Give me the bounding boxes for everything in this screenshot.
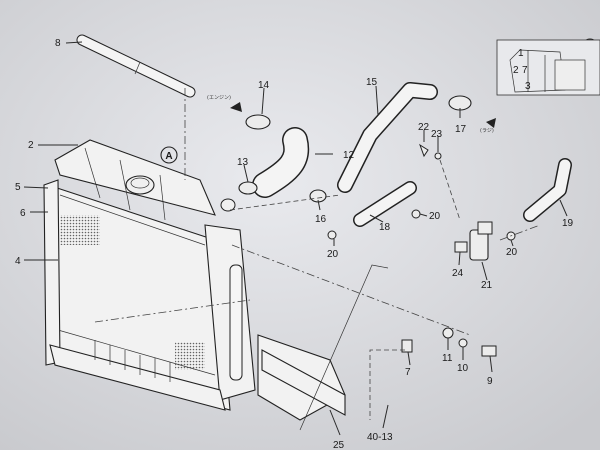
callout-22: 22 bbox=[418, 122, 430, 133]
inset-detail: 1 2 7 3 bbox=[496, 39, 600, 96]
ring-23 bbox=[434, 152, 442, 160]
tee-fitting bbox=[469, 221, 493, 261]
leader-lines bbox=[23, 41, 568, 436]
callout-20-middle: 20 bbox=[429, 211, 441, 222]
callout-20-left: 20 bbox=[327, 249, 339, 260]
heater-hose bbox=[523, 158, 572, 222]
callout-9: 9 bbox=[487, 376, 493, 387]
callout-13: 13 bbox=[237, 157, 249, 168]
callout-12: 12 bbox=[343, 150, 355, 161]
inset-callout-1: 1 bbox=[518, 48, 524, 59]
note-engine: (エンジン) bbox=[207, 95, 231, 101]
bypass-hose bbox=[353, 181, 417, 227]
clip-20b bbox=[411, 209, 421, 219]
callout-10: 10 bbox=[457, 363, 469, 374]
radiator bbox=[43, 139, 346, 421]
callout-6: 6 bbox=[20, 208, 26, 219]
inset-callout-7: 7 bbox=[522, 65, 528, 76]
clamp-13 bbox=[238, 181, 258, 195]
clip-22 bbox=[419, 143, 429, 158]
frame-rail bbox=[261, 264, 389, 431]
callout-23: 23 bbox=[431, 129, 443, 140]
bolt-9 bbox=[481, 345, 497, 357]
callout-21: 21 bbox=[481, 280, 493, 291]
hose-clamps bbox=[238, 95, 472, 203]
callout-5: 5 bbox=[15, 182, 21, 193]
callout-20-right: 20 bbox=[506, 247, 518, 258]
plug-24 bbox=[454, 241, 468, 253]
washer-10 bbox=[458, 338, 468, 348]
inset-callout-3: 3 bbox=[525, 81, 531, 92]
callout-7: 7 bbox=[405, 367, 411, 378]
callout-16: 16 bbox=[315, 214, 327, 225]
callout-19: 19 bbox=[562, 218, 574, 229]
callout-15: 15 bbox=[366, 77, 378, 88]
callout-25: 25 bbox=[333, 440, 345, 450]
upper-hose bbox=[252, 127, 310, 198]
callout-14: 14 bbox=[258, 80, 270, 91]
overflow-hose bbox=[76, 34, 196, 98]
callout-11: 11 bbox=[442, 353, 453, 364]
radiator-mesh-upper bbox=[60, 215, 100, 245]
direction-arrows bbox=[230, 102, 496, 128]
callout-24: 24 bbox=[452, 268, 464, 279]
clip-20a bbox=[327, 230, 337, 240]
bolt-7 bbox=[401, 339, 413, 353]
clamp-14 bbox=[245, 114, 271, 130]
callout-18: 18 bbox=[379, 222, 391, 233]
water-pipe bbox=[337, 82, 438, 193]
clamp-17 bbox=[448, 95, 472, 111]
notes: (エンジン) (ラジ) bbox=[207, 95, 494, 134]
callout-8: 8 bbox=[55, 38, 61, 49]
washer-11 bbox=[442, 327, 454, 339]
inset-callout-2: 2 bbox=[513, 65, 519, 76]
callout-17: 17 bbox=[455, 124, 467, 135]
callout-4: 4 bbox=[15, 256, 21, 267]
centerlines bbox=[94, 88, 541, 420]
radiator-mesh-lower bbox=[175, 342, 205, 370]
radiator-cap bbox=[125, 175, 155, 195]
callout-40-13: 40-13 bbox=[367, 432, 393, 443]
ref-a-mark-1: A bbox=[165, 151, 172, 162]
callout-2: 2 bbox=[28, 140, 34, 151]
note-radiator: (ラジ) bbox=[480, 128, 494, 134]
callout-labels: 8 2 5 6 4 14 13 12 15 16 20 18 22 23 17 … bbox=[15, 38, 574, 450]
